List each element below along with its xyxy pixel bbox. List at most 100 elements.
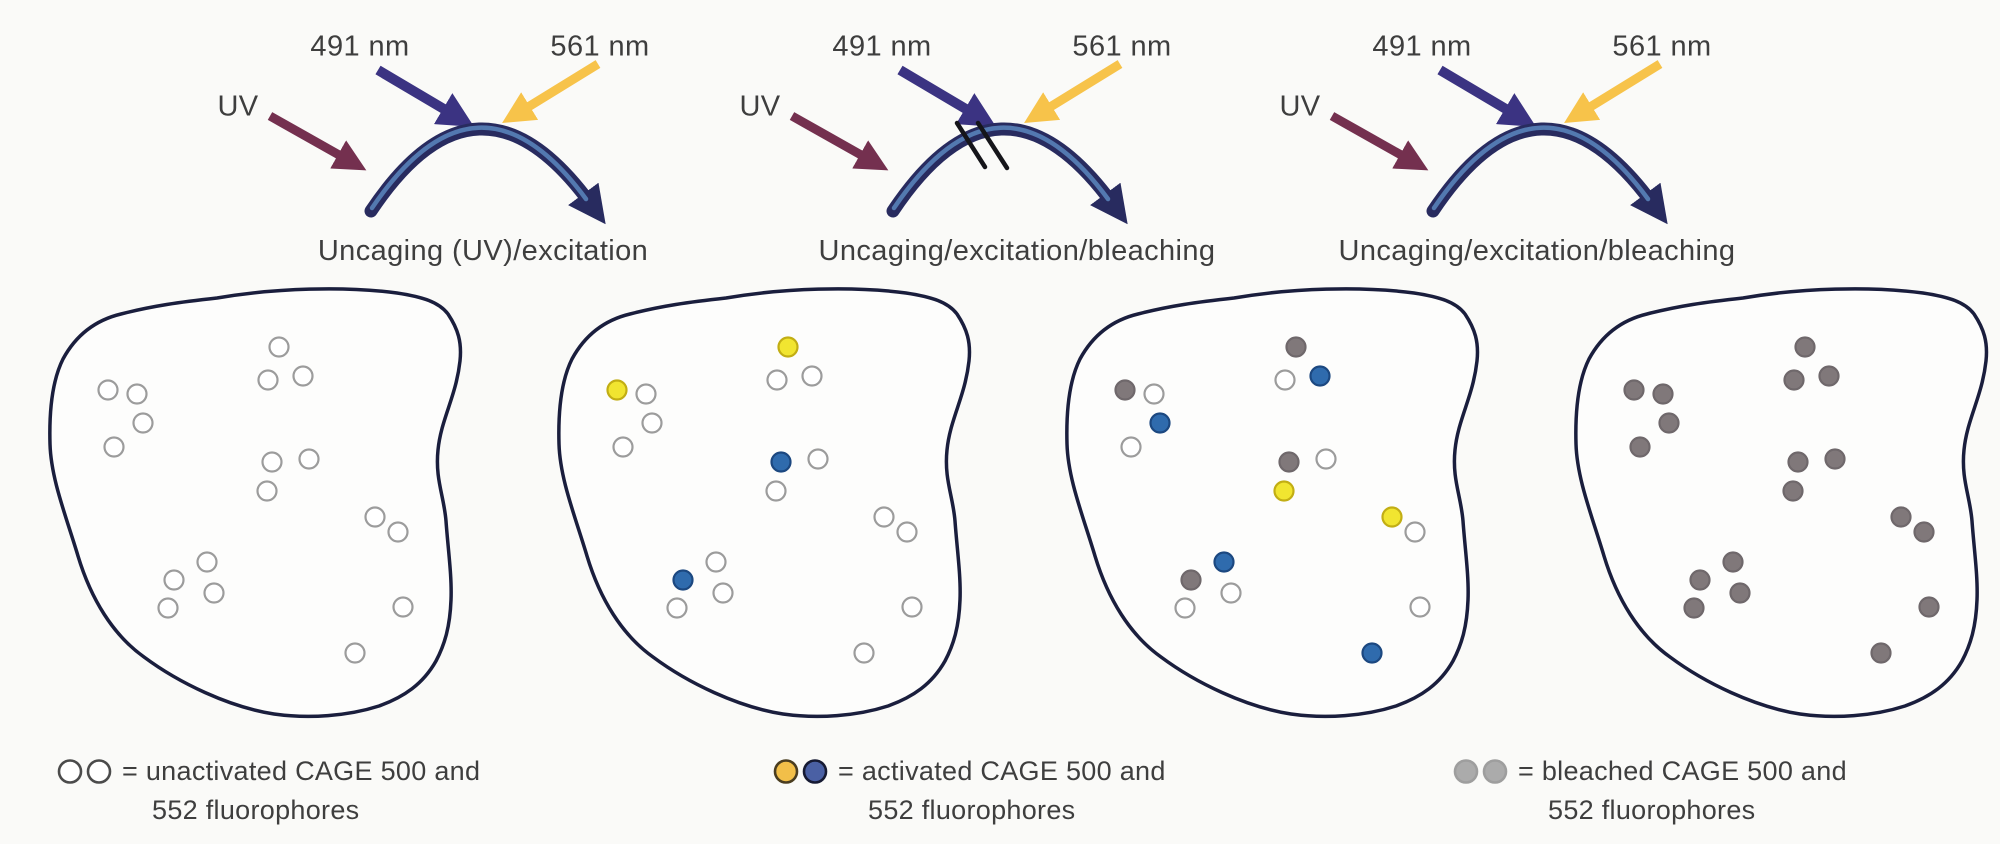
fluorophore-dot — [257, 369, 279, 391]
fluorophore-dot — [103, 436, 125, 458]
fluorophore-dot — [1689, 569, 1711, 591]
fluorophore-dot — [1381, 506, 1403, 528]
laser-491-label: 491 nm — [1372, 30, 1472, 63]
block-slashes — [954, 120, 1010, 171]
uv-label: UV — [217, 90, 259, 123]
legend-label-line1: = activated CAGE 500 and — [838, 756, 1166, 786]
fluorophore-dots — [97, 336, 414, 664]
panel-caption-3: Uncaging/excitation/bleaching — [1338, 235, 1736, 267]
fluorophore-dot — [1818, 365, 1840, 387]
cell-membrane — [557, 287, 972, 719]
cell-3-mixed-bleached-activated — [1065, 287, 1480, 719]
legend-label-line1: = bleached CAGE 500 and — [1518, 756, 1847, 786]
fluorophore-dot — [261, 451, 283, 473]
fluorophore-dot — [1149, 412, 1171, 434]
fluorophore-dot — [1409, 596, 1431, 618]
fluorophore-dot — [268, 336, 290, 358]
laser-491-label: 491 nm — [310, 30, 410, 63]
laser-561-label: 561 nm — [1612, 30, 1712, 63]
uv-arrow — [267, 112, 367, 171]
fluorophore-dot — [896, 521, 918, 543]
legend-label-line2: 552 fluorophores — [1548, 795, 1756, 825]
legend-item-bleached: = bleached CAGE 500 and 552 fluorophores — [1452, 752, 1847, 830]
uv-label: UV — [739, 90, 781, 123]
legend-label-line1: = unactivated CAGE 500 and — [122, 756, 481, 786]
fluorophore-dot — [1890, 506, 1912, 528]
legend-label-line2: 552 fluorophores — [152, 795, 360, 825]
legend-swatch-circle — [802, 759, 828, 784]
cell-membrane — [1065, 287, 1480, 719]
light-path-arrows — [789, 60, 1128, 225]
fluorophore-dot — [1623, 379, 1645, 401]
fluorophore-dot — [97, 379, 119, 401]
fluorophore-dot — [801, 365, 823, 387]
fluorophore-dot — [765, 480, 787, 502]
fluorophore-dot — [1404, 521, 1426, 543]
legend-swatch-circle — [1482, 759, 1508, 784]
fluorophore-dot — [1870, 642, 1892, 664]
laser-561-arrow — [502, 60, 601, 124]
uv-arrow — [789, 112, 889, 171]
fluorophore-dot — [1913, 521, 1935, 543]
panel-caption-2: Uncaging/excitation/bleaching — [818, 235, 1216, 267]
fluorophore-dot — [1361, 642, 1383, 664]
laser-561-arrow — [1024, 60, 1123, 124]
fluorophore-dot — [1824, 448, 1846, 470]
fluorophore-dot — [126, 383, 148, 405]
fluorophore-dot — [387, 521, 409, 543]
fluorophore-dots — [1623, 336, 1940, 664]
fluorophore-dot — [641, 412, 663, 434]
fluorophore-dot — [1783, 369, 1805, 391]
fluorophore-dot — [203, 582, 225, 604]
legend-swatch-circle — [773, 759, 799, 784]
fluorophore-dot — [163, 569, 185, 591]
fluorophore-dot — [853, 642, 875, 664]
fluorophore-dot — [1918, 596, 1940, 618]
uv-arrow — [1329, 112, 1429, 171]
laser-491-arrow — [897, 65, 997, 127]
fluorophore-dot — [1180, 569, 1202, 591]
fluorophore-dots — [606, 336, 923, 664]
cell-membrane — [1574, 287, 1989, 719]
laser-561-label: 561 nm — [550, 30, 650, 63]
fluorophore-dot — [1274, 369, 1296, 391]
fluorophore-dot — [196, 551, 218, 573]
excitation-arc-highlight — [891, 125, 1111, 211]
light-path-panel-1: UV 491 nm 561 nm — [198, 0, 718, 232]
fluorophore-dot — [1782, 480, 1804, 502]
fluorophore-dot — [1794, 336, 1816, 358]
fluorophore-dot — [364, 506, 386, 528]
fluorophore-dot — [157, 597, 179, 619]
legend-item-unactivated: = unactivated CAGE 500 and 552 fluoropho… — [56, 752, 480, 830]
fluorophore-dot — [635, 383, 657, 405]
legend-swatch-circle — [57, 759, 83, 784]
excitation-arc-highlight — [1431, 125, 1651, 211]
fluorophore-dot — [1120, 436, 1142, 458]
laser-561-label: 561 nm — [1072, 30, 1172, 63]
fluorophore-dot — [1114, 379, 1136, 401]
uv-label: UV — [1279, 90, 1321, 123]
fluorophore-dot — [777, 336, 799, 358]
fluorophore-dot — [298, 448, 320, 470]
fluorophore-dot — [873, 506, 895, 528]
fluorophore-dot — [666, 597, 688, 619]
light-path-arrows — [1329, 60, 1668, 225]
fluorophore-dot — [1174, 597, 1196, 619]
light-path-panel-3: UV 491 nm 561 nm — [1260, 0, 1780, 232]
fluorophore-dot — [1315, 448, 1337, 470]
fluorophore-dot — [344, 642, 366, 664]
fluorophore-dot — [612, 436, 634, 458]
fluorophore-dot — [1220, 582, 1242, 604]
fluorophore-dot — [292, 365, 314, 387]
fluorophore-dot — [1652, 383, 1674, 405]
panel-caption-1: Uncaging (UV)/excitation — [317, 235, 649, 267]
laser-491-label: 491 nm — [832, 30, 932, 63]
fluorophore-dot — [132, 412, 154, 434]
fluorophore-dot — [770, 451, 792, 473]
legend-label-line2: 552 fluorophores — [868, 795, 1076, 825]
cell-membrane — [48, 287, 463, 719]
fluorophore-dot — [1683, 597, 1705, 619]
fluorophore-dot — [1787, 451, 1809, 473]
excitation-arc-highlight — [369, 125, 589, 211]
